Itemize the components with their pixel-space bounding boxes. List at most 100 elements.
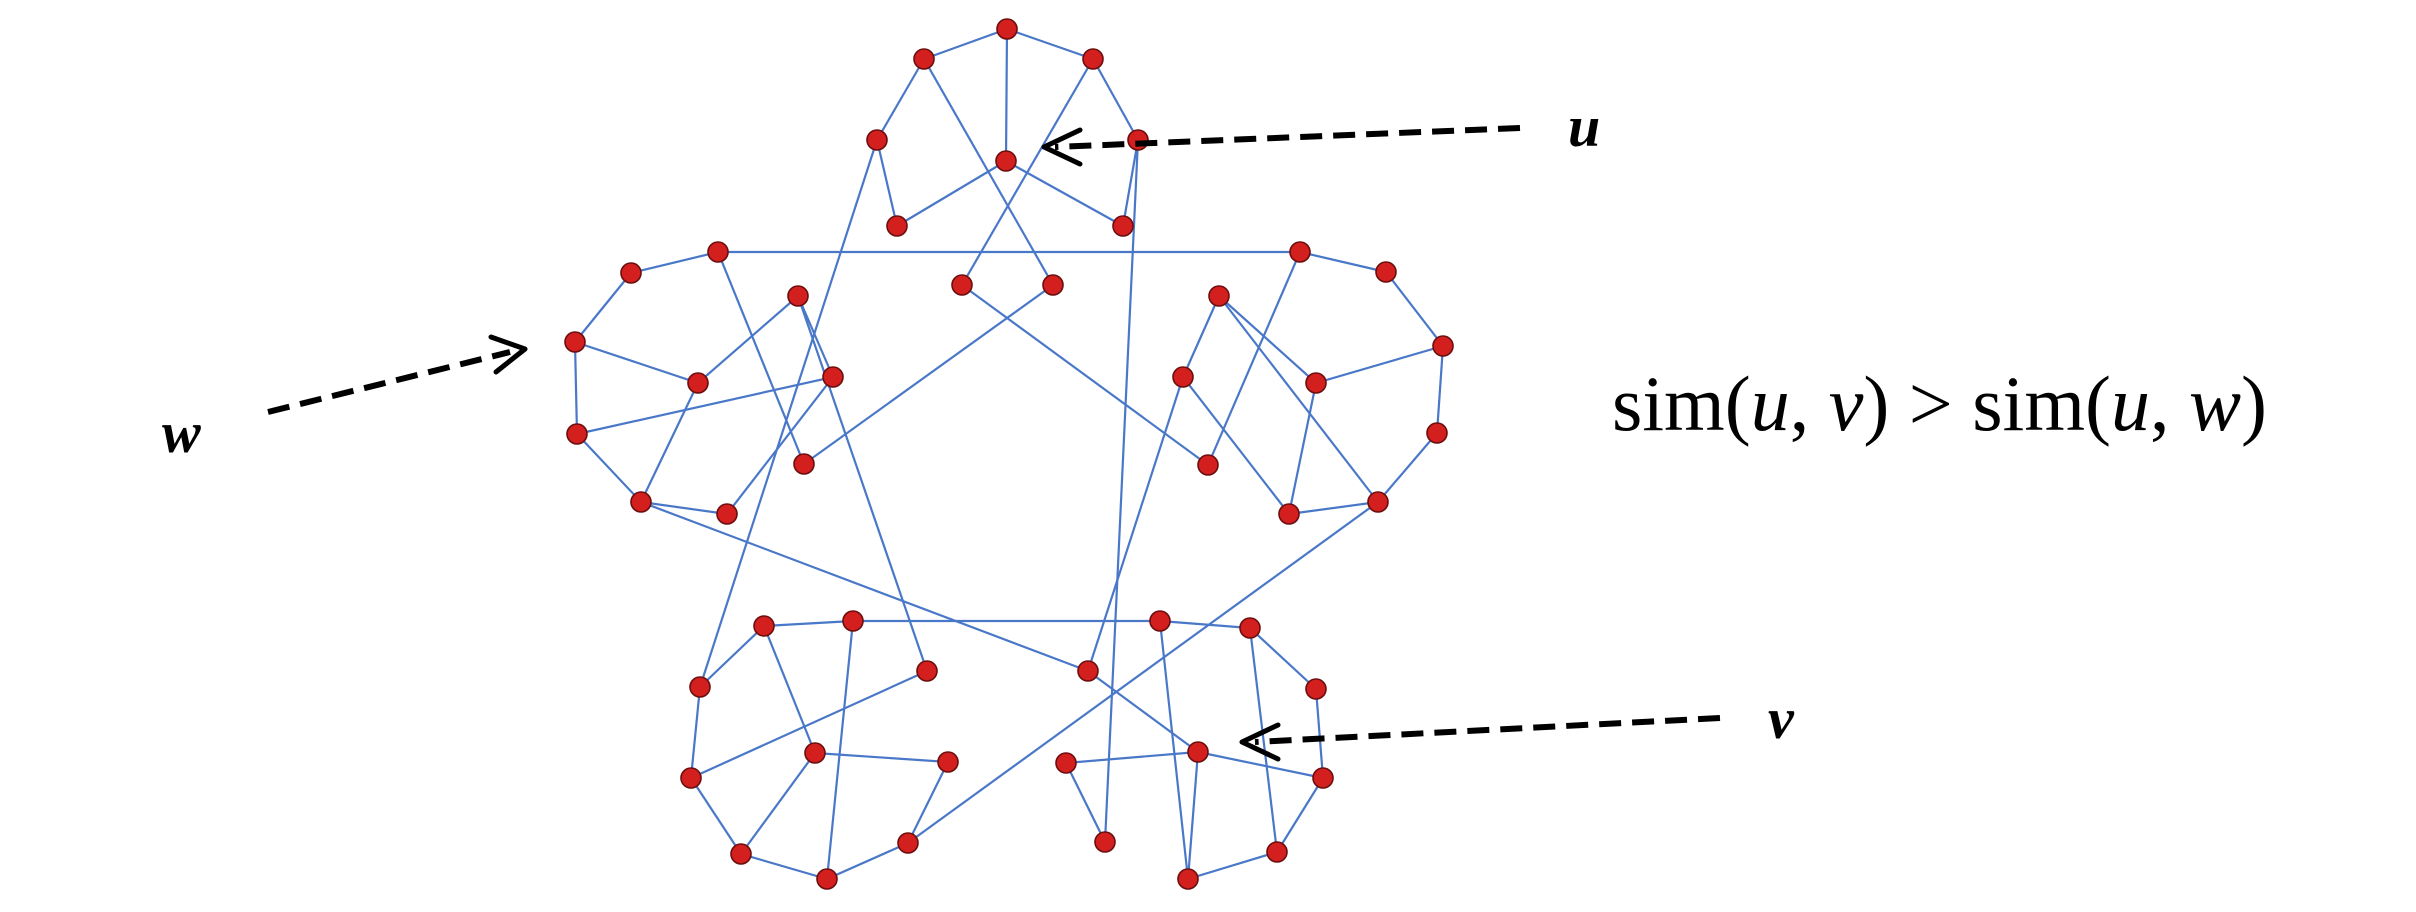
graph-node [1197,454,1219,476]
formula-close-1: ) [1863,360,1889,447]
graph-node [1082,48,1104,70]
graph-node [866,129,888,151]
graph-edge [726,376,834,515]
graph-node [630,491,652,513]
graph-edge [573,341,579,435]
graph-node [1305,678,1327,700]
graph-node [1305,372,1327,394]
graph-node [564,331,586,353]
graph-edge [699,625,765,688]
graph-edge [716,251,806,465]
graph-edge [923,27,1008,61]
graph-edge [740,752,816,855]
graph-node [842,610,864,632]
graph-edge [763,619,854,628]
formula-sep-2: , [2150,360,2189,447]
graph-node [566,423,588,445]
formula-op: > [1889,360,1972,447]
graph-edge [1287,382,1318,515]
formula-open-1: ( [1725,360,1751,447]
graph-node [787,285,809,307]
graph-edge [690,669,928,780]
graph-node [1077,660,1099,682]
graph-edge [1299,250,1387,274]
graph-edge [640,500,728,516]
graph-edge [1197,750,1324,780]
graph-edge [1103,139,1140,843]
graph-node [1055,752,1077,774]
graph-edge [907,761,949,844]
graph-node [916,660,938,682]
graph-node [753,615,775,637]
graph-edge [796,295,929,672]
graph-node [804,742,826,764]
graph-edge [1065,750,1199,765]
formula-arg-u-1: u [1751,360,1790,447]
graph-edge [689,686,702,779]
graph-edge [1006,27,1094,61]
graph-node [1375,261,1397,283]
graph-edge [1435,345,1445,434]
graph-node [1094,831,1116,853]
graph-edge [923,58,1054,286]
graph-edge [907,501,1379,844]
arrow-to-u [1041,125,1521,167]
graph-node-u [995,150,1017,172]
graph-edge [1181,295,1221,378]
graph-edge [875,139,899,227]
graph-node [730,843,752,865]
label-v: v [1768,686,1795,751]
graph-edge [630,250,719,275]
graph-edge [961,58,1094,286]
graph-edge [1092,58,1139,141]
formula-arg-w: w [2189,360,2241,447]
similarity-formula: sim(u, v) > sim(u, w) [1612,360,2267,447]
graph-node [1042,274,1064,296]
graph-node [886,215,908,237]
graph-edge [1004,28,1009,162]
graph-edge [1288,500,1379,516]
graph-edge [1121,139,1140,227]
formula-sep-1: , [1790,360,1829,447]
graph-edge [1158,620,1190,880]
graph-edge [1314,688,1325,779]
formula-arg-u-2: u [2111,360,2150,447]
graph-edge [896,160,1007,227]
graph-nodes [564,18,1454,890]
graph-node [716,503,738,525]
graph-edge [1248,627,1279,853]
graph-node [687,372,709,394]
graph-edge [576,375,834,436]
arrow-to-w [267,334,528,415]
graph-node [897,832,919,854]
graph-node [996,18,1018,40]
graph-node [1289,241,1311,263]
graph-node [689,676,711,698]
graph-node [1177,868,1199,890]
graph-edge [698,139,879,688]
graph-edge [574,272,632,343]
graph-node [1187,741,1209,763]
formula-fn-2: sim [1972,360,2085,447]
graph-edge [1087,670,1199,753]
graph-node [816,868,838,890]
graph-edge [825,620,855,880]
graph-edge [1159,619,1251,630]
graph-edge [826,841,909,881]
graph-edge [697,295,799,384]
graph-node [680,767,702,789]
graph-edge [574,340,699,385]
graph-edge [1276,777,1324,853]
graph-edge [1005,160,1124,227]
graph-edge [961,284,1209,466]
graph-edge [1065,762,1106,843]
graph-edge [1186,751,1200,880]
graph-edge [762,625,817,754]
graph-node [1367,491,1389,513]
graph-edge [796,295,835,378]
formula-arg-v: v [1829,360,1864,447]
graph-edge [1187,850,1278,881]
graph-edges [573,27,1445,881]
graph-node [1127,129,1149,151]
